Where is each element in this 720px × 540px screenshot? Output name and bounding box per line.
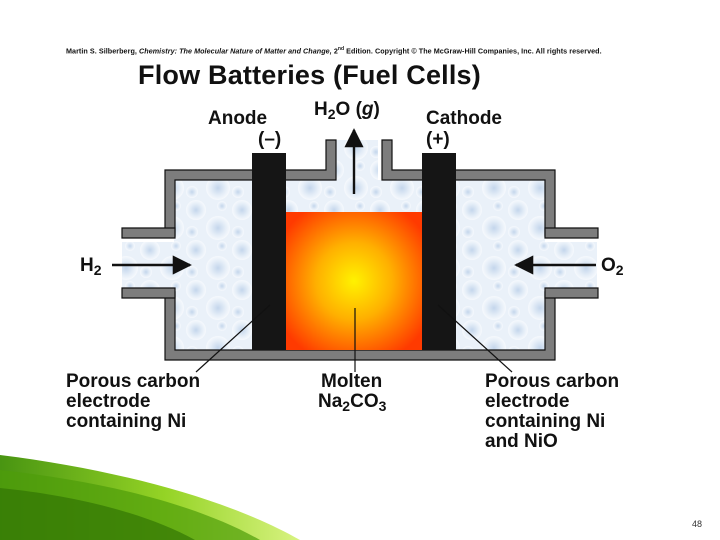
left-electrode-caption: Porous carbon electrode containing Ni bbox=[66, 372, 200, 432]
oxygen-inlet-label: O2 bbox=[601, 255, 624, 278]
credit-author: Martin S. Silberberg, bbox=[66, 46, 137, 56]
right-caption-line-1: Porous carbon bbox=[485, 371, 620, 392]
water-h: H bbox=[314, 99, 328, 120]
cathode-electrode bbox=[422, 153, 456, 350]
slide-number: 48 bbox=[691, 519, 702, 529]
formula-sub-1: 2 bbox=[342, 398, 351, 414]
water-close: ) bbox=[373, 99, 380, 120]
water-vapor-label: H2O (g) bbox=[314, 99, 380, 122]
left-caption-line-1: Porous carbon bbox=[66, 371, 201, 392]
hydrogen-inlet-label: H2 bbox=[80, 255, 102, 278]
water-sub: 2 bbox=[327, 106, 336, 122]
electrolyte-caption: Molten Na2CO3 bbox=[318, 371, 387, 415]
molten-electrolyte bbox=[286, 212, 422, 350]
credit-edition-num: 2 bbox=[333, 46, 338, 56]
anode-electrode bbox=[252, 153, 286, 350]
slide-title: Flow Batteries (Fuel Cells) bbox=[138, 60, 481, 90]
right-caption-line-2: electrode bbox=[485, 391, 570, 412]
right-caption-line-4: and NiO bbox=[485, 431, 558, 452]
left-caption-line-2: electrode bbox=[66, 391, 151, 412]
cell-housing bbox=[121, 139, 599, 361]
credit-edition-rest: Edition. Copyright © The McGraw-Hill Com… bbox=[346, 46, 602, 56]
middle-caption-line-1: Molten bbox=[321, 371, 383, 392]
cathode-label: Cathode (+) bbox=[426, 108, 502, 150]
middle-caption-formula: Na2CO3 bbox=[318, 391, 387, 415]
green-corner-decoration bbox=[0, 455, 300, 540]
anode-label: Anode (–) bbox=[208, 108, 281, 150]
formula-sub-2: 3 bbox=[378, 398, 387, 414]
right-caption-line-3: containing Ni bbox=[485, 411, 606, 432]
water-o: O ( bbox=[335, 99, 362, 120]
cathode-label-sign: (+) bbox=[426, 129, 450, 150]
cathode-label-name: Cathode bbox=[426, 108, 502, 129]
anode-label-name: Anode bbox=[208, 108, 268, 129]
h2-h: H bbox=[80, 255, 94, 276]
left-electrode-leader bbox=[195, 304, 271, 373]
water-state: g bbox=[361, 99, 374, 120]
right-electrode-caption: Porous carbon electrode containing Ni an… bbox=[485, 372, 619, 452]
copyright-credit: Martin S. Silberberg, Chemistry: The Mol… bbox=[66, 46, 706, 55]
o2-sub: 2 bbox=[615, 262, 624, 278]
anode-label-sign: (–) bbox=[258, 129, 282, 150]
credit-book: Chemistry: The Molecular Nature of Matte… bbox=[139, 46, 332, 56]
left-caption-line-3: containing Ni bbox=[66, 411, 187, 432]
formula-co: CO bbox=[350, 391, 379, 412]
right-electrode-leader bbox=[437, 304, 513, 373]
credit-edition-sup: nd bbox=[337, 46, 345, 52]
formula-na: Na bbox=[318, 391, 343, 412]
o2-o: O bbox=[601, 255, 616, 276]
h2-sub: 2 bbox=[93, 262, 102, 278]
